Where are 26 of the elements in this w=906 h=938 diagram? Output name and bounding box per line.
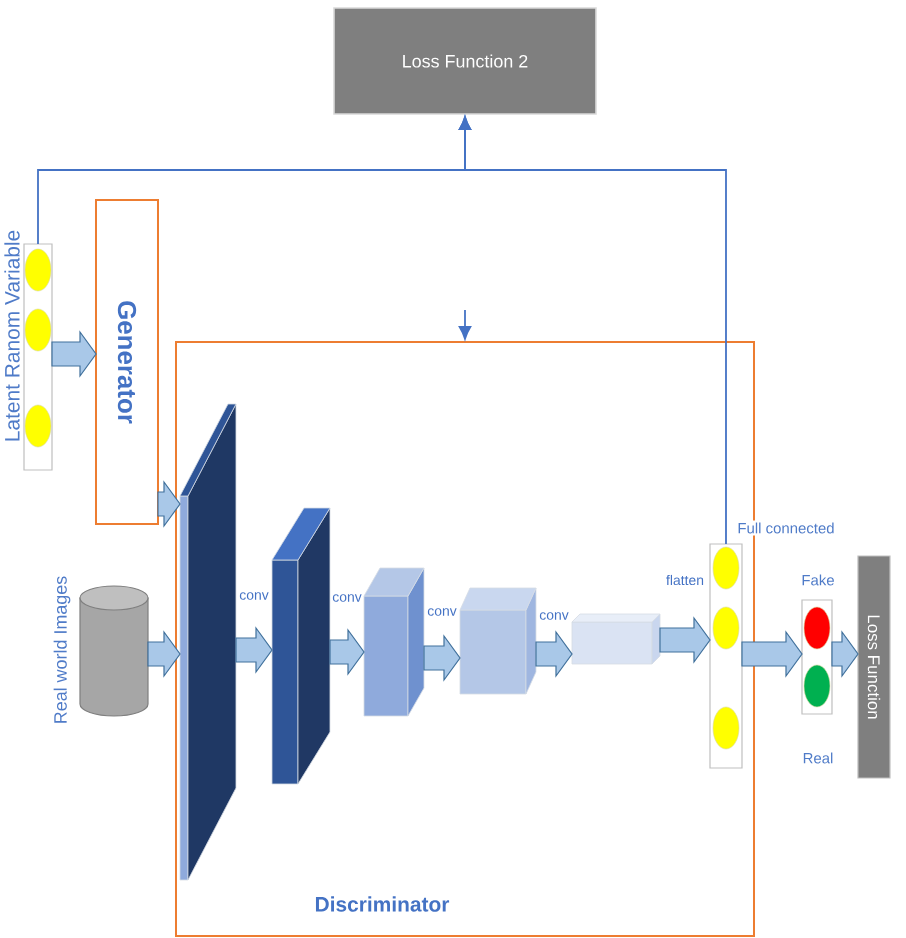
connector-arrow bbox=[458, 309, 472, 340]
neuron-column bbox=[709, 543, 743, 769]
block-arrow bbox=[147, 630, 181, 678]
block-arrow bbox=[51, 330, 97, 378]
layer-block bbox=[459, 587, 537, 695]
database-cylinder bbox=[79, 585, 149, 717]
block-arrow bbox=[659, 616, 711, 664]
block-arrow bbox=[329, 628, 365, 676]
generator-box: Generator bbox=[95, 199, 159, 525]
block-arrow bbox=[535, 630, 573, 678]
side-label: Real world Images bbox=[51, 573, 73, 727]
layer-block bbox=[363, 567, 425, 717]
layer-block bbox=[271, 507, 331, 785]
layer-block bbox=[571, 613, 661, 665]
loss-function-box: Loss Function bbox=[857, 555, 891, 779]
neuron-column bbox=[801, 599, 833, 715]
block-arrow bbox=[831, 630, 859, 678]
connector-arrow bbox=[458, 116, 727, 545]
layer-block bbox=[179, 403, 237, 881]
loss-function-box: Loss Function 2 bbox=[333, 7, 597, 115]
neuron-column bbox=[23, 243, 53, 471]
block-arrow bbox=[235, 626, 273, 674]
block-arrow bbox=[741, 630, 803, 678]
block-arrow bbox=[423, 634, 461, 682]
side-label: Latent Ranom Variable bbox=[2, 227, 22, 445]
block-arrow bbox=[157, 480, 181, 528]
